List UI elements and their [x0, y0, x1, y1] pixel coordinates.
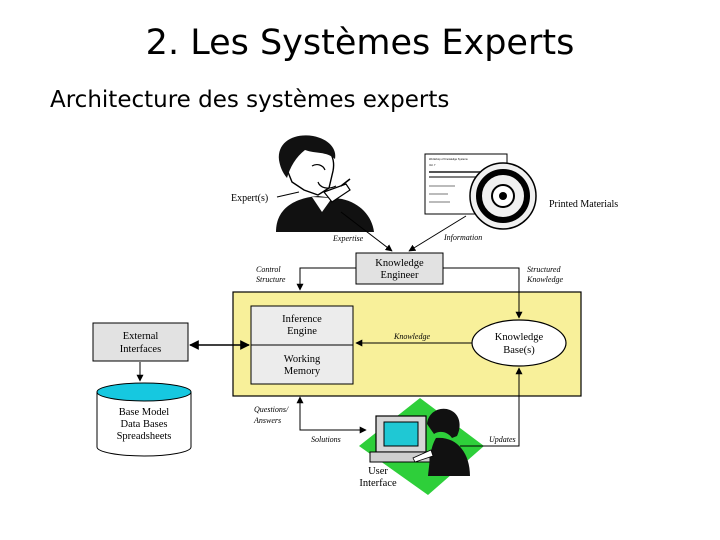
edge-label-structured-2: Knowledge: [526, 275, 563, 284]
edge-label-updates: Updates: [489, 435, 516, 444]
external-interfaces-box: External Interfaces: [92, 322, 189, 362]
arrow-expert-to-engineer: [340, 211, 393, 252]
knowledge-base-label-2: Base(s): [503, 345, 535, 356]
knowledge-engineer-label-2: Engineer: [381, 270, 419, 281]
printed-materials-label: Printed Materials: [549, 199, 618, 210]
inference-engine-label-2: Engine: [287, 326, 317, 337]
user-interface-illustration: [359, 398, 484, 495]
document-text-2: Vol. 7: [429, 163, 436, 167]
user-interface-label-1: User: [368, 466, 388, 477]
slide-title: 2. Les Systèmes Experts: [145, 23, 575, 63]
knowledge-base-node: Knowledge Base(s): [471, 319, 567, 367]
edge-label-solutions: Solutions: [311, 435, 341, 444]
knowledge-base-label-1: Knowledge: [495, 332, 544, 343]
edge-label-questions-2: Answers: [253, 416, 281, 425]
database-label-3: Spreadsheets: [117, 431, 172, 442]
database-cylinder: Base Model Data Bases Spreadsheets: [96, 382, 192, 457]
edge-label-expertise: Expertise: [332, 234, 364, 243]
inference-engine-label-1: Inference: [282, 314, 322, 325]
document-text-1: Workshop of Knowledge Systems: [429, 157, 468, 161]
knowledge-engineer-label-1: Knowledge: [375, 258, 424, 269]
user-interface-label-2: Interface: [359, 478, 397, 489]
arrow-updates: [460, 367, 523, 447]
edge-label-structured-1: Structured: [527, 265, 561, 274]
arrow-questions-answers: [296, 396, 367, 434]
inference-engine-box: Inference Engine: [250, 305, 354, 385]
database-label-1: Base Model: [119, 407, 170, 418]
working-memory-label-1: Working: [284, 354, 321, 365]
edge-label-knowledge: Knowledge: [393, 332, 430, 341]
working-memory-label-2: Memory: [284, 366, 321, 377]
database-label-2: Data Bases: [121, 419, 168, 430]
edge-label-control-1: Control: [256, 265, 281, 274]
edge-label-information: Information: [443, 233, 482, 242]
arrow-printed-to-engineer: [408, 215, 467, 252]
arrow-engineer-to-knowledge-base: [443, 267, 523, 319]
external-interfaces-label-2: Interfaces: [120, 344, 161, 355]
arrow-engineer-to-inference: [296, 267, 356, 291]
edge-label-control-2: Structure: [256, 275, 286, 284]
experts-pointer-line: [276, 191, 300, 198]
edge-label-questions-1: Questions/: [254, 405, 289, 414]
printed-materials-illustration: Workshop of Knowledge Systems Vol. 7: [424, 153, 537, 230]
slide-subtitle: Architecture des systèmes experts: [50, 87, 450, 113]
knowledge-engineer-box: Knowledge Engineer: [355, 252, 444, 285]
experts-label: Expert(s): [231, 193, 268, 204]
working-memory-box: Working Memory: [284, 354, 321, 377]
external-interfaces-label-1: External: [123, 331, 159, 342]
expert-person-illustration: [276, 135, 374, 232]
